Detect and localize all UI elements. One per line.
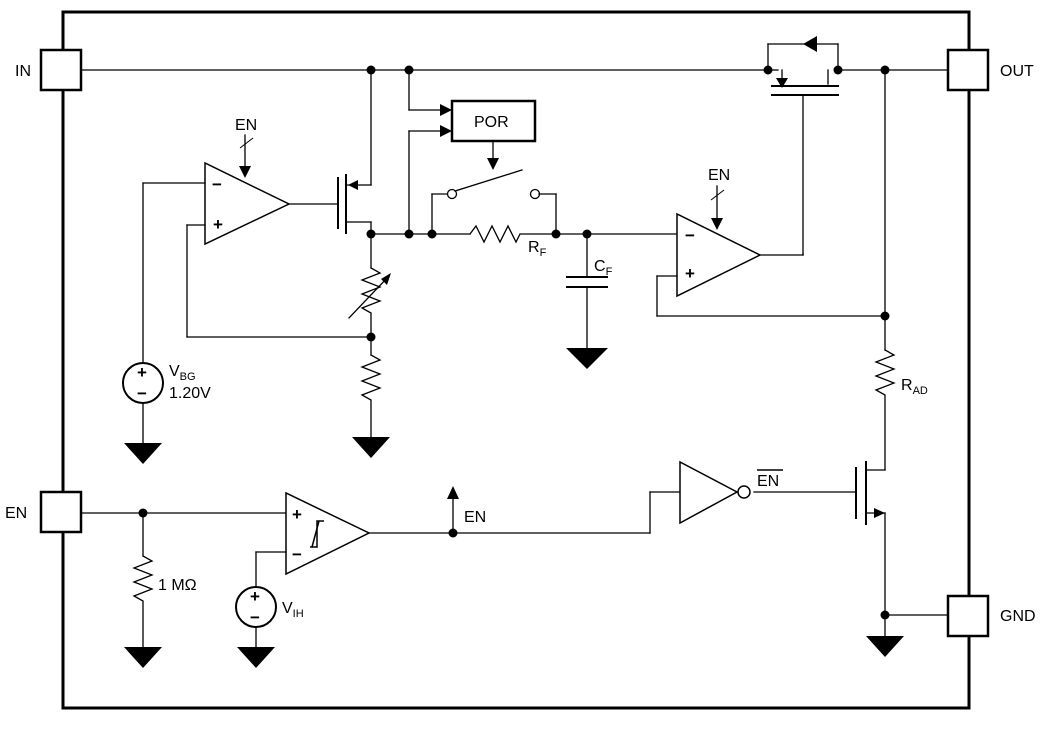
chip-boundary bbox=[61, 10, 971, 710]
pass-transistor bbox=[767, 36, 839, 255]
vih-source: + − VIH bbox=[235, 586, 304, 668]
vih-plus: + bbox=[250, 587, 260, 606]
minus-sign: − bbox=[685, 226, 695, 245]
plus-sign: + bbox=[292, 505, 302, 524]
vbg-value: 1.20V bbox=[169, 385, 211, 402]
junction-dot bbox=[763, 65, 773, 75]
vbg-minus: − bbox=[137, 384, 147, 403]
pin-en-label: EN bbox=[5, 505, 27, 522]
por-label: POR bbox=[474, 114, 509, 131]
vbg-plus: + bbox=[137, 363, 147, 382]
pin-in: IN bbox=[15, 48, 83, 92]
en-internal-node: EN bbox=[447, 486, 486, 534]
cf-label: CF bbox=[594, 258, 613, 278]
junction-dot bbox=[448, 528, 458, 538]
rf-label: RF bbox=[528, 239, 547, 259]
junction-dot bbox=[880, 311, 890, 321]
junction-dot bbox=[404, 229, 414, 239]
error-amplifier-1: − + EN bbox=[142, 117, 372, 338]
en-inverter: EN bbox=[649, 460, 783, 534]
pin-gnd-label: GND bbox=[1000, 608, 1036, 625]
junction-dot bbox=[833, 65, 843, 75]
junction-dot bbox=[880, 610, 890, 620]
en-bar-label: EN bbox=[757, 473, 779, 490]
en-input-path: 1 MΩ bbox=[80, 512, 287, 668]
vih-label: VIH bbox=[282, 600, 304, 620]
junction-dot bbox=[138, 508, 148, 518]
en-node-label: EN bbox=[464, 509, 486, 526]
amp2-en-label: EN bbox=[708, 167, 730, 184]
in-rail bbox=[80, 43, 949, 71]
divider-resistor bbox=[352, 336, 390, 458]
plus-sign: + bbox=[213, 215, 223, 234]
pin-en: EN bbox=[5, 490, 83, 534]
por-switch bbox=[431, 169, 557, 235]
vbg-label: VBG bbox=[169, 363, 196, 383]
pin-out-label: OUT bbox=[1000, 63, 1034, 80]
por-block: POR bbox=[408, 69, 537, 235]
minus-sign: − bbox=[212, 175, 222, 194]
vbg-source: + − VBG 1.20V bbox=[122, 182, 211, 464]
en-comparator: + − bbox=[255, 491, 651, 589]
cf-capacitor: CF bbox=[555, 233, 678, 369]
amp1-en-label: EN bbox=[235, 117, 257, 134]
error-amplifier-2: − + EN bbox=[656, 167, 886, 317]
mid-node-wire bbox=[370, 233, 471, 269]
minus-sign: − bbox=[292, 545, 302, 564]
discharge-fet bbox=[753, 461, 949, 657]
variable-resistor bbox=[348, 267, 391, 338]
pin-in-label: IN bbox=[15, 63, 31, 80]
rf-resistor: RF bbox=[469, 224, 557, 259]
rad-label: RAD bbox=[901, 377, 928, 397]
plus-sign: + bbox=[685, 264, 695, 283]
vih-minus: − bbox=[250, 608, 260, 627]
pin-gnd: GND bbox=[946, 594, 1036, 638]
control-fet bbox=[337, 69, 372, 235]
pin-out: OUT bbox=[946, 48, 1034, 92]
output-discharge-path: RAD bbox=[874, 69, 928, 471]
junction-dot bbox=[366, 229, 376, 239]
res-1m-label: 1 MΩ bbox=[158, 577, 197, 594]
